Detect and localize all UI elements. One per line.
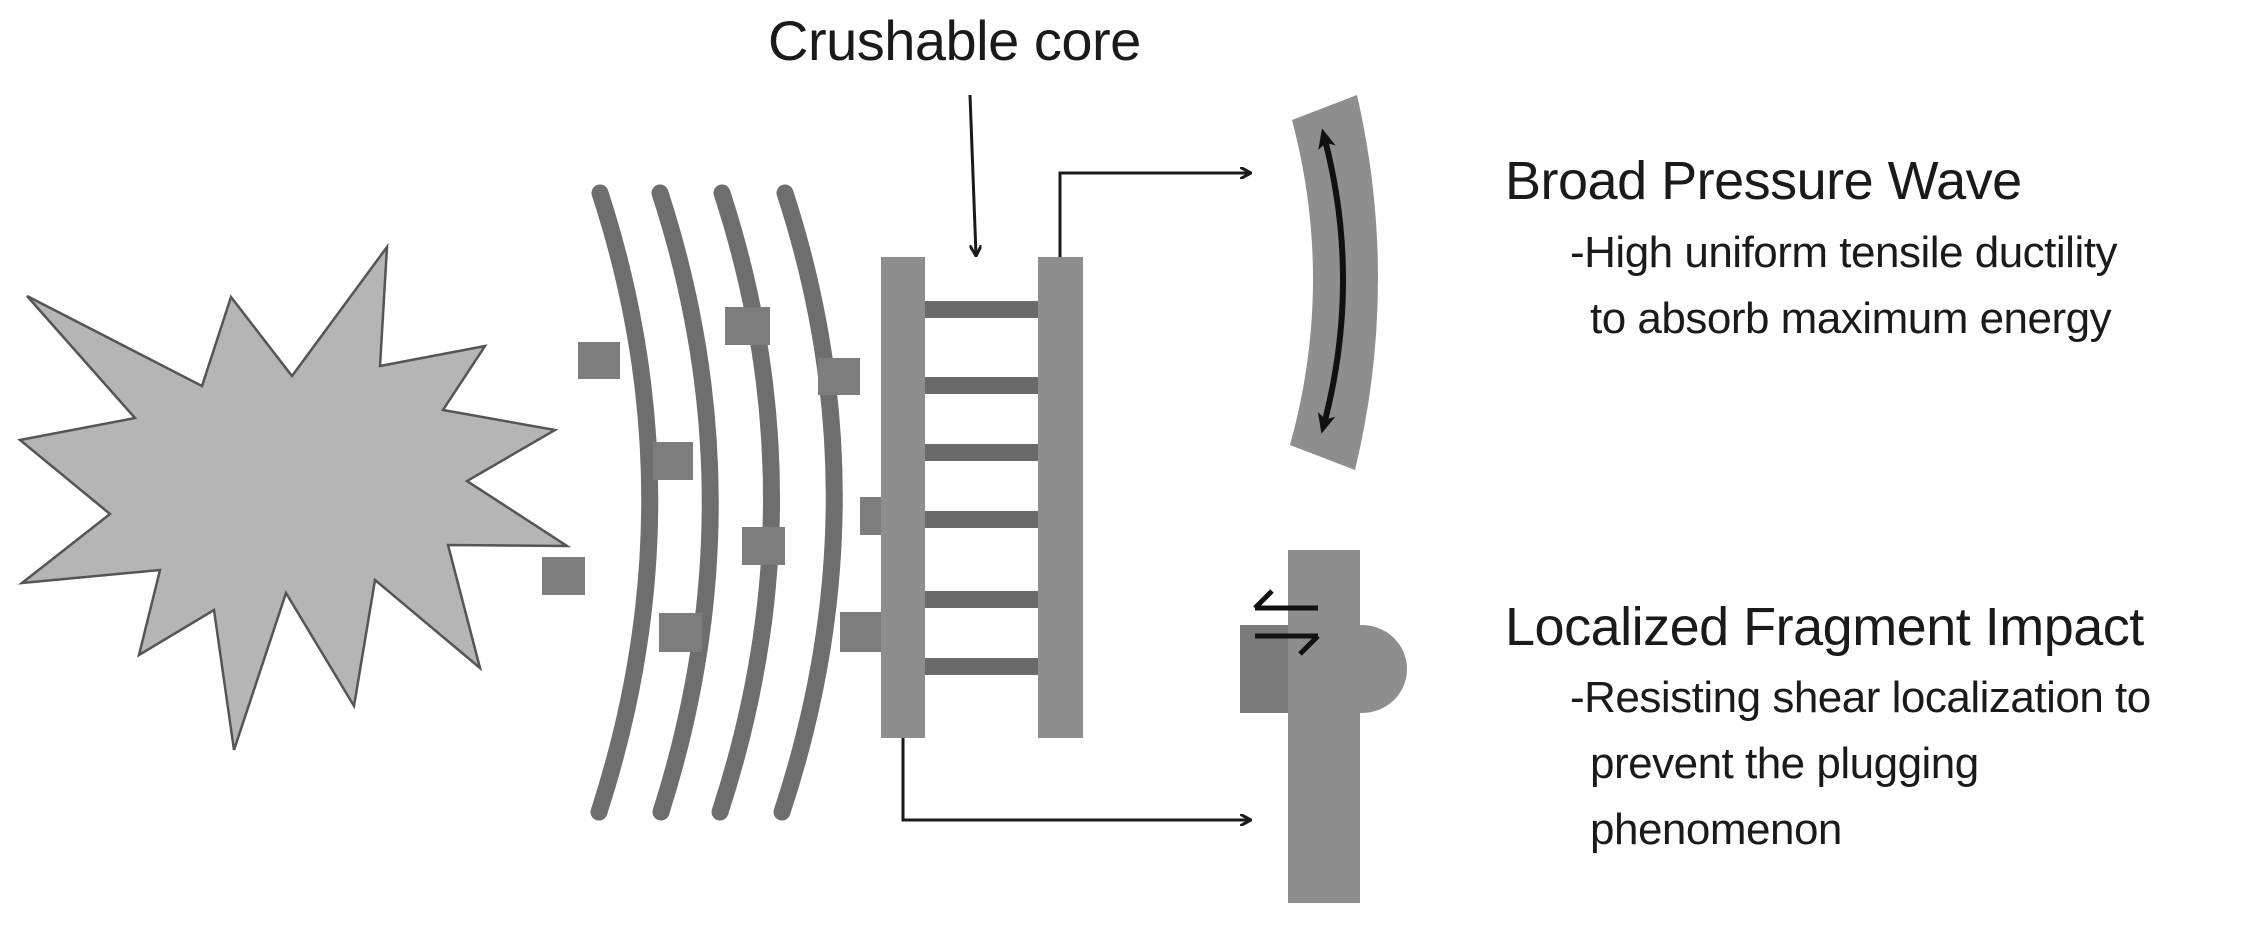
core-rung [925, 511, 1038, 528]
broad-pressure-wave-description-line: to absorb maximum energy [1590, 294, 2112, 343]
pressure-waves [590, 184, 843, 821]
core-rung [925, 591, 1038, 608]
upper-connector-arrow [1058, 173, 1250, 257]
crushable-core-label: Crushable core [768, 9, 1141, 72]
core-pointer-arrow [968, 94, 976, 255]
fragment [659, 613, 702, 652]
broad-pressure-wave-description-line: -High uniform tensile ductility [1570, 228, 2117, 277]
bending-double-arrow-icon [1317, 128, 1346, 434]
fragment [578, 342, 620, 379]
plug-dome [1355, 625, 1407, 713]
shear-arrow-left-icon [1253, 589, 1318, 611]
fragment [742, 527, 785, 565]
pressure-wave-2 [651, 184, 719, 821]
broad-pressure-wave-heading: Broad Pressure Wave [1505, 151, 2022, 211]
fragment [725, 307, 770, 345]
core-rung [925, 444, 1038, 461]
impacting-fragment [1240, 625, 1288, 713]
fragment [653, 442, 693, 480]
fragments [542, 307, 896, 652]
impact-plate-group [1240, 550, 1407, 903]
fragment [840, 612, 882, 652]
front-face-plate [881, 257, 925, 738]
localized-fragment-impact-description-line: prevent the plugging [1590, 739, 1979, 788]
explosion-starburst [17, 242, 572, 751]
pressure-wave-1 [590, 184, 659, 821]
shear-arrow-right-icon [1255, 633, 1320, 656]
localized-fragment-impact-description-line: phenomenon [1590, 805, 1842, 854]
core-rung [925, 301, 1038, 318]
lower-connector-arrow [901, 738, 1250, 820]
back-face-plate [1038, 257, 1083, 738]
core-rung [925, 377, 1038, 394]
bending-plate [1290, 95, 1379, 470]
core-rung [925, 658, 1038, 675]
localized-fragment-impact-heading: Localized Fragment Impact [1505, 597, 2144, 657]
pressure-wave-3 [711, 184, 780, 821]
localized-fragment-impact-description-line: -Resisting shear localization to [1570, 673, 2151, 722]
fragment [542, 557, 585, 595]
impact-plate [1288, 550, 1360, 903]
pressure-wave-4 [773, 184, 843, 821]
fragment [818, 358, 860, 395]
crushable-core-sandwich [881, 257, 1083, 738]
